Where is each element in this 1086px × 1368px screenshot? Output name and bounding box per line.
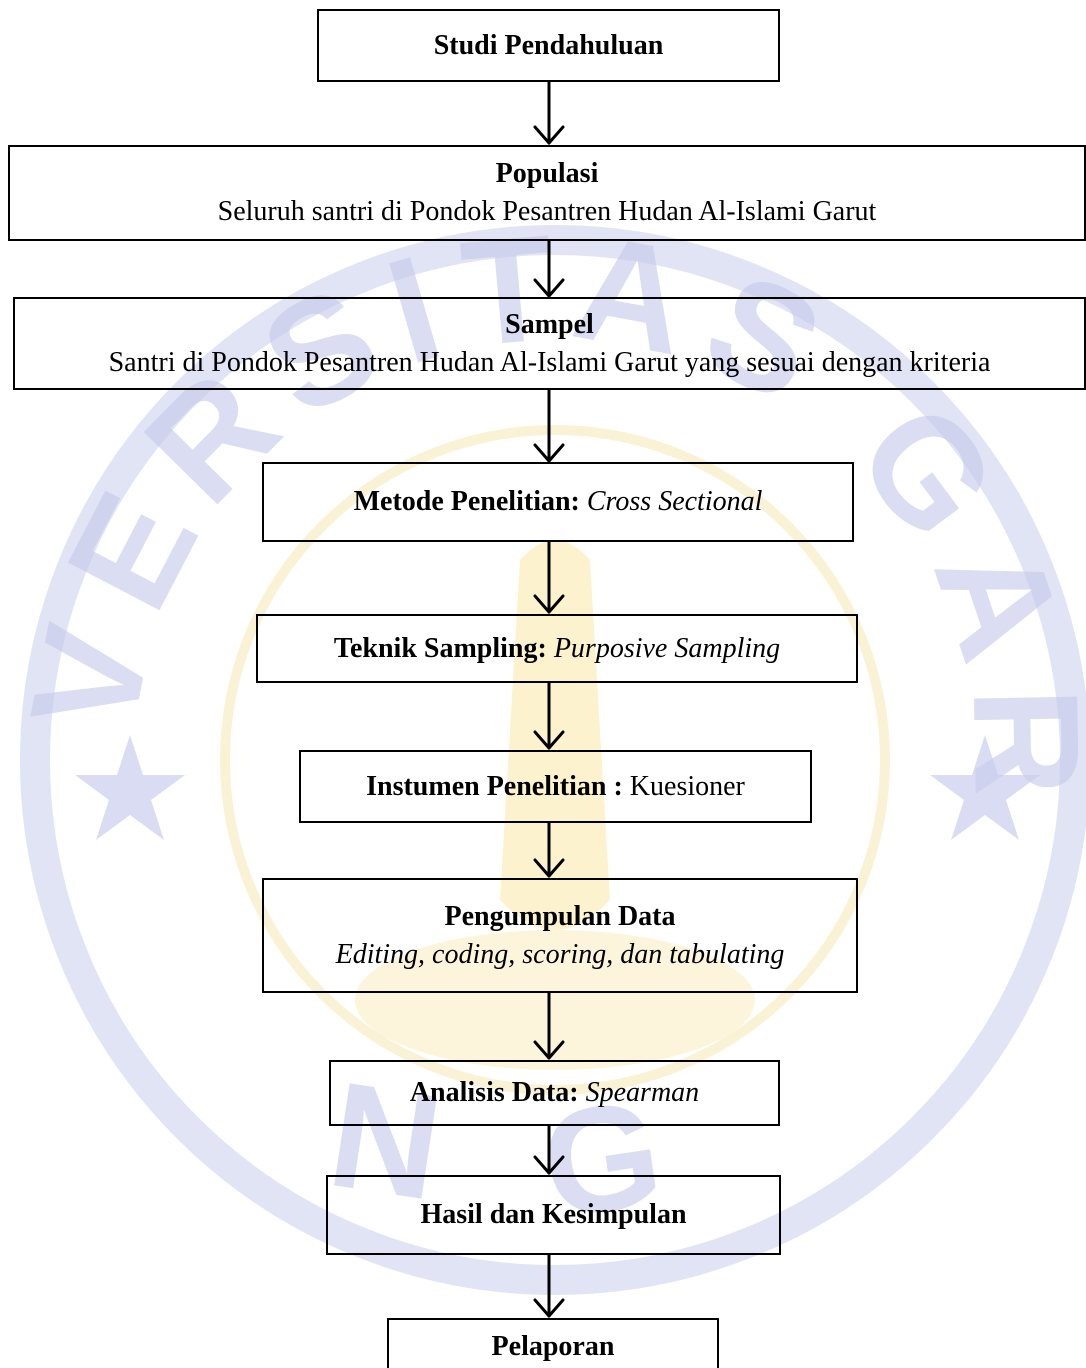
node-description: Santri di Pondok Pesantren Hudan Al-Isla… [108,346,991,378]
node-pelaporan: Pelaporan [387,1318,719,1368]
node-label: Metode Penelitian: [353,486,580,518]
node-value: Cross Sectional [586,486,763,518]
star-icon [930,735,1040,840]
node-label: Analisis Data: [409,1077,579,1109]
node-label: Teknik Sampling: [333,632,547,664]
star-icon [75,735,185,840]
node-teknik-sampling: Teknik Sampling: Purposive Sampling [256,614,858,683]
node-title: Sampel [505,308,594,340]
node-hasil-kesimpulan: Hasil dan Kesimpulan [326,1175,781,1255]
watermark-emblem [500,540,610,930]
node-instrumen-penelitian: Instumen Penelitian : Kuesioner [299,750,812,823]
node-title: Hasil dan Kesimpulan [420,1199,687,1231]
node-populasi: Populasi Seluruh santri di Pondok Pesant… [8,145,1086,241]
node-analisis-data: Analisis Data: Spearman [329,1060,780,1126]
node-sampel: Sampel Santri di Pondok Pesantren Hudan … [13,297,1086,390]
node-title: Studi Pendahuluan [433,29,664,61]
node-value: Kuesioner [629,770,745,802]
node-title: Pelaporan [491,1331,615,1362]
node-label: Instumen Penelitian : [366,770,623,802]
node-title: Populasi [495,158,599,190]
watermark-emblem-base [355,930,755,1070]
node-description: Editing, coding, scoring, dan tabulating [335,938,785,970]
node-pengumpulan-data: Pengumpulan Data Editing, coding, scorin… [262,878,858,993]
node-content: Teknik Sampling: Purposive Sampling [334,630,780,668]
node-content: Instumen Penelitian : Kuesioner [366,768,745,806]
node-value: Spearman [585,1077,700,1109]
node-content: Metode Penelitian: Cross Sectional [354,483,763,521]
node-metode-penelitian: Metode Penelitian: Cross Sectional [262,462,854,542]
node-description: Seluruh santri di Pondok Pesantren Hudan… [217,196,877,227]
watermark-inner-ring [220,425,890,1095]
node-studi-pendahuluan: Studi Pendahuluan [317,9,780,82]
node-value: Purposive Sampling [553,632,781,664]
node-content: Analisis Data: Spearman [410,1074,699,1112]
node-title: Pengumpulan Data [444,900,676,932]
